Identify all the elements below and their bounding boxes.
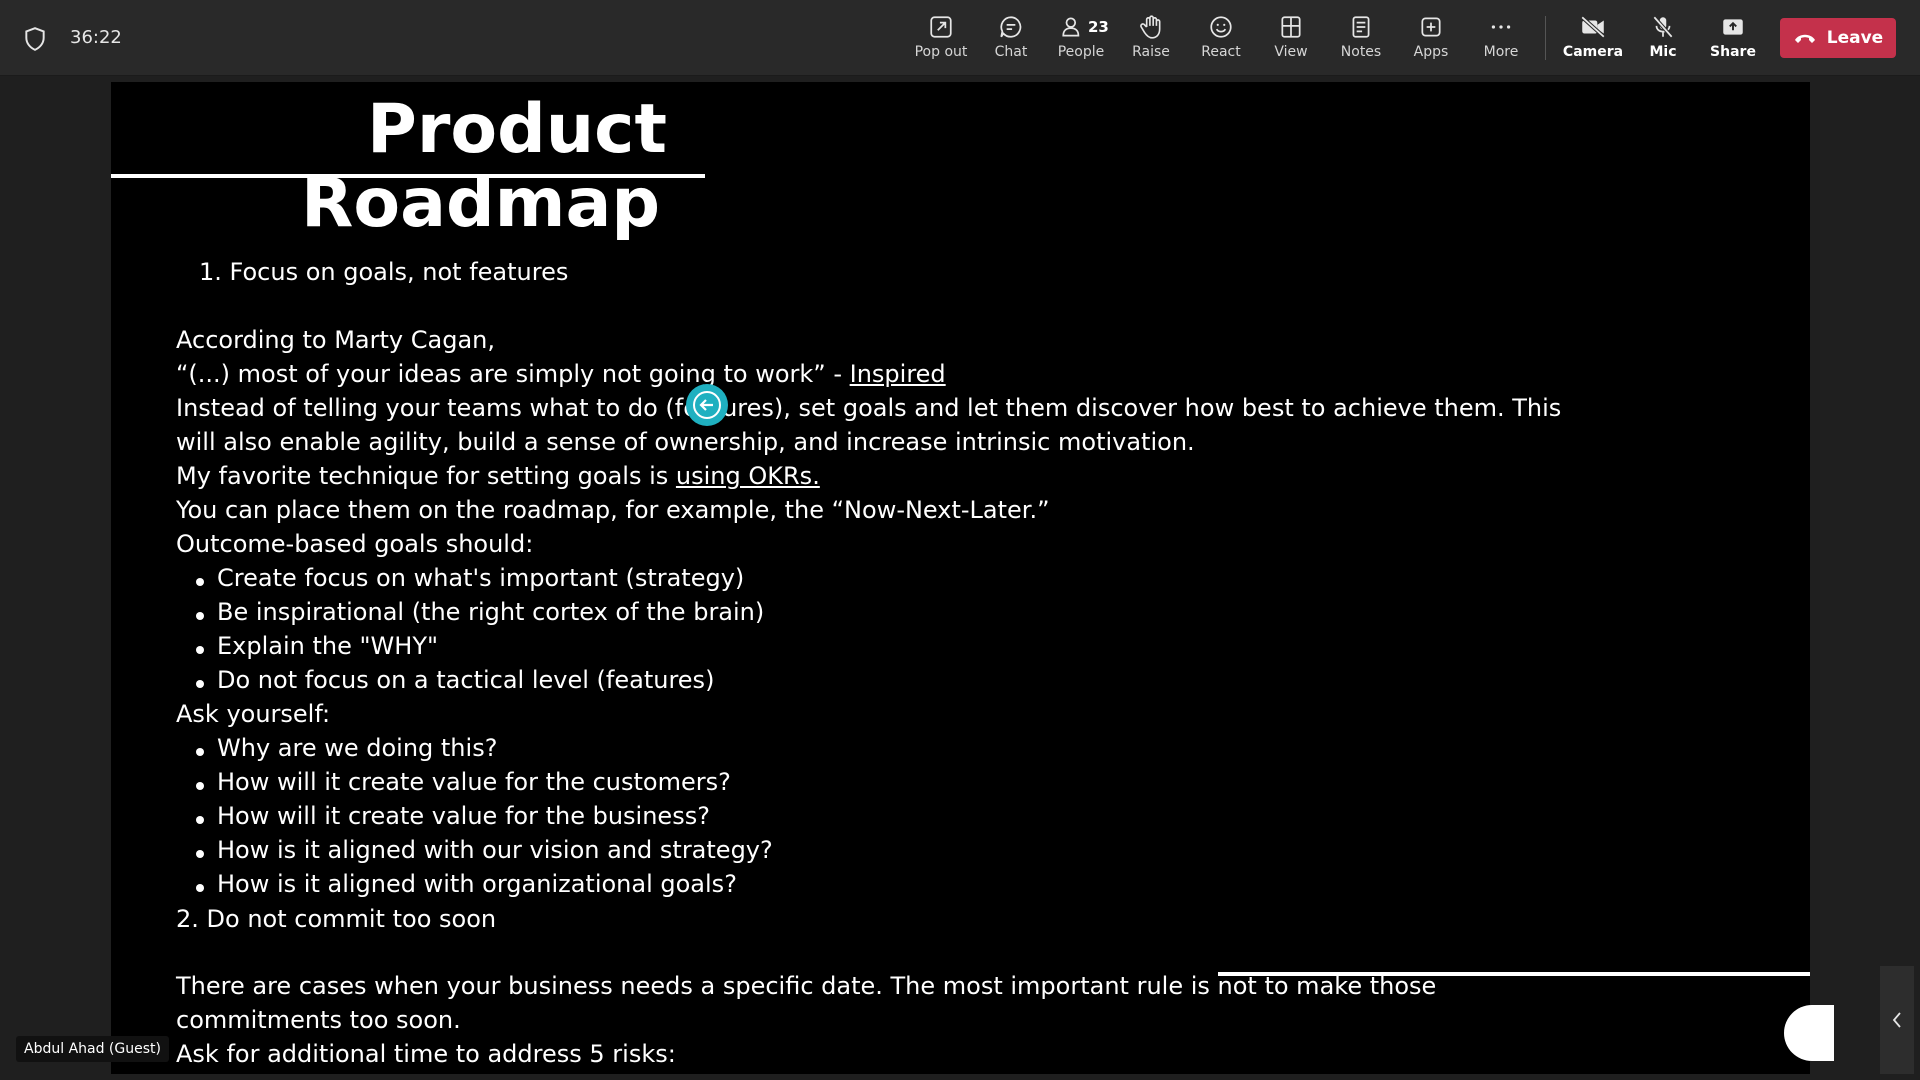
ask-more-line: Ask for additional time to address 5 ris…	[176, 1040, 676, 1068]
shield-icon	[25, 27, 45, 51]
outcome-bullet: Explain the "WHY"	[217, 632, 439, 660]
mic-label: Mic	[1649, 44, 1677, 60]
people-button[interactable]: 23 People	[1046, 10, 1116, 68]
chat-label: Chat	[994, 44, 1028, 60]
bullet-dot	[196, 782, 204, 790]
according-line: According to Marty Cagan,	[176, 326, 495, 354]
raise-button[interactable]: Raise	[1116, 10, 1186, 68]
notes-icon	[1352, 16, 1370, 38]
ask-bullet: How will it create value for the custome…	[217, 768, 731, 796]
inspired-link[interactable]: Inspired	[849, 360, 946, 388]
chat-button[interactable]: Chat	[976, 10, 1046, 68]
slide-title-line1: Product	[367, 90, 667, 169]
view-button[interactable]: View	[1256, 10, 1326, 68]
camera-label: Camera	[1562, 44, 1624, 60]
decorative-rule	[1218, 972, 1810, 976]
cases-line-1: There are cases when your business needs…	[176, 972, 1437, 1000]
camera-off-icon	[1580, 15, 1606, 39]
bullet-dot	[196, 884, 204, 892]
bullet-dot	[196, 748, 204, 756]
pop-out-icon	[930, 16, 952, 38]
participant-name-tag: Abdul Ahad (Guest)	[16, 1036, 169, 1062]
favorite-text: My favorite technique for setting goals …	[176, 462, 676, 490]
share-icon	[1723, 19, 1743, 35]
more-icon	[1491, 25, 1511, 29]
notes-button[interactable]: Notes	[1326, 10, 1396, 68]
people-count: 23	[1088, 18, 1109, 36]
leave-button[interactable]: Leave	[1780, 18, 1896, 58]
hang-up-icon	[1794, 34, 1815, 43]
ask-heading: Ask yourself:	[176, 700, 331, 728]
raise-hand-icon	[1140, 15, 1161, 39]
arrow-left-icon	[693, 391, 721, 419]
outcome-bullet: Be inspirational (the right cortex of th…	[217, 598, 765, 626]
ask-bullet: How is it aligned with our vision and st…	[217, 836, 773, 864]
more-label: More	[1483, 44, 1519, 60]
react-button[interactable]: React	[1186, 10, 1256, 68]
ask-bullet: Why are we doing this?	[217, 734, 498, 762]
people-label: People	[1057, 44, 1105, 60]
pop-out-label: Pop out	[914, 44, 968, 60]
share-button[interactable]: Share	[1698, 10, 1768, 68]
point-one-heading: 1. Focus on goals, not features	[199, 258, 569, 286]
bullet-dot	[196, 612, 204, 620]
okrs-link[interactable]: using OKRs.	[675, 462, 820, 490]
apps-button[interactable]: Apps	[1396, 10, 1466, 68]
outcome-bullet: Create focus on what's important (strate…	[217, 564, 745, 592]
favorite-line: My favorite technique for setting goals …	[176, 461, 820, 491]
instead-line-1: Instead of telling your teams what to do…	[176, 394, 1562, 422]
mic-off-icon	[1652, 15, 1674, 39]
react-label: React	[1201, 44, 1241, 60]
outcome-heading: Outcome-based goals should:	[176, 530, 534, 558]
presenter-pointer	[686, 384, 728, 426]
mic-button[interactable]: Mic	[1628, 10, 1698, 68]
cases-line-2: commitments too soon.	[176, 1006, 461, 1034]
raise-label: Raise	[1132, 44, 1170, 60]
ask-bullet: How is it aligned with organizational go…	[217, 870, 737, 898]
apps-label: Apps	[1413, 44, 1449, 60]
outcome-bullet: Do not focus on a tactical level (featur…	[217, 666, 715, 694]
expand-panel-button[interactable]	[1880, 966, 1914, 1074]
title-rule	[111, 174, 705, 178]
bullet-dot	[196, 680, 204, 688]
chat-icon	[1000, 16, 1022, 38]
quote-text: “(...) most of your ideas are simply not…	[176, 360, 850, 388]
camera-button[interactable]: Camera	[1558, 10, 1628, 68]
bullet-dot	[196, 578, 204, 586]
floating-video-tile[interactable]	[1784, 1005, 1834, 1061]
bullet-dot	[196, 850, 204, 858]
meeting-timer: 36:22	[70, 27, 122, 48]
react-icon	[1210, 16, 1232, 38]
view-icon	[1281, 16, 1301, 38]
leave-label: Leave	[1826, 28, 1884, 48]
bullet-dot	[196, 646, 204, 654]
shared-slide: Product Roadmap 1. Focus on goals, not f…	[111, 82, 1810, 1074]
meeting-toolbar: 36:22 Pop out Chat 23 People Raise React…	[0, 0, 1920, 76]
quote-line: “(...) most of your ideas are simply not…	[176, 359, 946, 389]
apps-icon	[1421, 17, 1441, 37]
bullet-dot	[196, 816, 204, 824]
people-icon	[1062, 17, 1080, 37]
instead-line-2: will also enable agility, build a sense …	[176, 428, 1195, 456]
slide-title-line2: Roadmap	[301, 164, 661, 243]
share-label: Share	[1710, 44, 1756, 60]
point-two-heading: 2. Do not commit too soon	[176, 905, 497, 933]
toolbar-divider	[1545, 16, 1546, 60]
place-line: You can place them on the roadmap, for e…	[176, 496, 1050, 524]
view-label: View	[1274, 44, 1308, 60]
chevron-left-icon	[1892, 1012, 1901, 1028]
more-button[interactable]: More	[1466, 10, 1536, 68]
ask-bullet: How will it create value for the busines…	[217, 802, 710, 830]
notes-label: Notes	[1340, 44, 1382, 60]
pop-out-button[interactable]: Pop out	[906, 10, 976, 68]
